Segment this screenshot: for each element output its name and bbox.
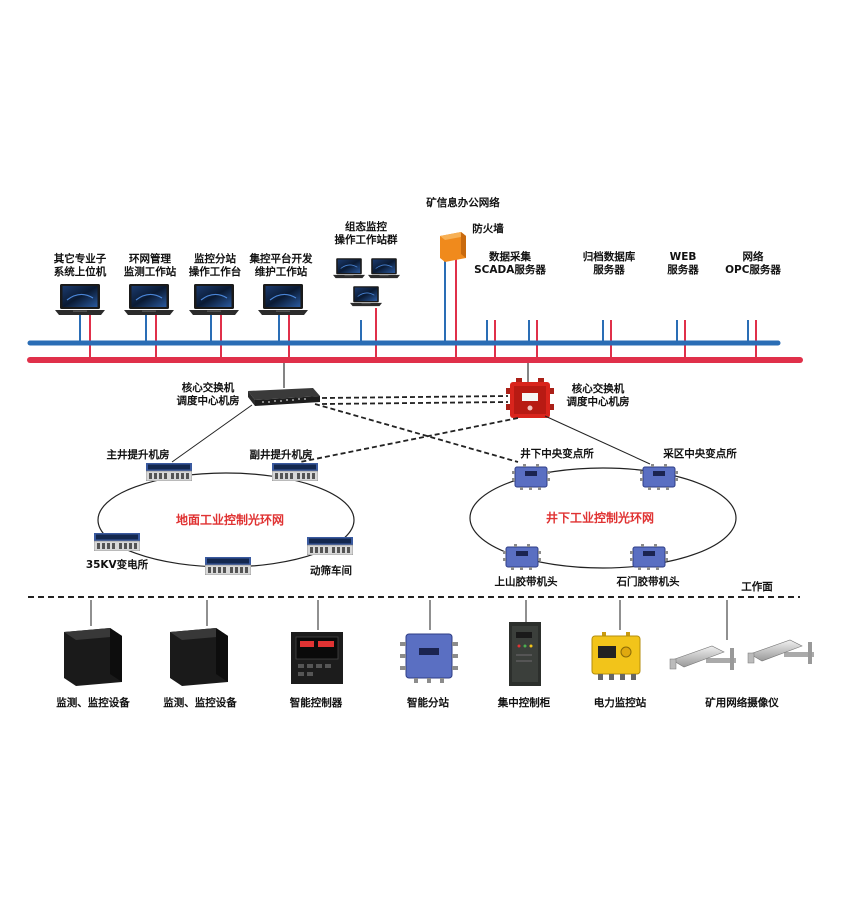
workstation-label-1-line2: 系统上位机	[54, 265, 107, 278]
surface-ring-title: 地面工业控制光环网	[176, 512, 284, 527]
workstation-label-2-line1: 环网管理	[129, 252, 171, 265]
central-control-cabinet-icon	[509, 622, 541, 686]
device-label-2: 监测、监控设备	[163, 696, 237, 709]
surface-node-label-3: 35KV变电所	[86, 558, 149, 571]
workstation-label-2-line2: 监测工作站	[124, 265, 177, 278]
surface-node-label-1: 主井提升机房	[107, 448, 170, 461]
laptop-icon-2	[124, 284, 174, 316]
server-label-3-line2: 服务器	[667, 263, 699, 276]
config-group-label-line2: 操作工作站群	[335, 233, 398, 246]
rack-switch-icon-surface-4	[205, 557, 251, 575]
rack-switch-icon-surface-5	[307, 537, 353, 555]
underground-node-label-1: 井下中央变点所	[520, 447, 594, 460]
laptop-icon-3	[189, 284, 239, 316]
explosion-proof-switch-icon	[506, 378, 554, 418]
mining-switch-icon-2	[640, 464, 678, 490]
workstation-label-3-line1: 监控分站	[194, 252, 236, 265]
firewall-icon	[440, 232, 466, 262]
monitoring-equipment-icon-1	[64, 628, 122, 686]
core-switch-right-label-line2: 调度中心机房	[567, 395, 630, 408]
network-camera-icon-2	[747, 639, 814, 664]
network-camera-icon-1	[669, 645, 736, 670]
device-label-5: 集中控制柜	[497, 696, 551, 709]
device-label-1: 监测、监控设备	[56, 696, 130, 709]
laptop-icon-1	[55, 284, 105, 316]
surface-node-label-2: 副井提升机房	[250, 448, 313, 461]
core-switch-left-label-line1: 核心交换机	[182, 381, 235, 394]
underground-node-label-3: 上山胶带机头	[495, 575, 558, 588]
server-label-2-line2: 服务器	[593, 263, 625, 276]
underground-ring	[469, 467, 737, 569]
device-label-4: 智能分站	[406, 696, 449, 709]
rack-switch-icon-surface-2	[272, 463, 318, 481]
underground-ring-title: 井下工业控制光环网	[546, 510, 654, 525]
workstation-label-4-line2: 维护工作站	[255, 265, 308, 278]
core-switch-left-icon	[248, 388, 320, 406]
firewall-label: 防火墙	[472, 222, 504, 235]
rack-switch-icon-surface-1	[146, 463, 192, 481]
underground-node-label-2: 采区中央变点所	[662, 447, 737, 460]
workstation-label-3-line2: 操作工作台	[189, 265, 242, 278]
surface-node-label-4: 动筛车间	[310, 564, 352, 577]
monitoring-equipment-icon-2	[170, 628, 228, 686]
server-label-4-line2: OPC服务器	[725, 263, 781, 276]
rack-switch-icon-surface-3	[94, 533, 140, 551]
workstation-label-1-line1: 其它专业子	[54, 252, 107, 265]
server-label-1-line1: 数据采集	[488, 250, 531, 263]
config-group-label-line1: 组态监控	[345, 220, 387, 233]
workface-label: 工作面	[741, 580, 773, 593]
power-monitoring-station-icon	[591, 632, 641, 680]
server-label-1-line2: SCADA服务器	[474, 263, 546, 276]
device-label-3: 智能控制器	[289, 696, 343, 709]
core-switch-right-label-line1: 核心交换机	[572, 382, 625, 395]
mine-office-network-label: 矿信息办公网络	[426, 196, 500, 209]
server-label-4-line1: 网络	[743, 250, 764, 263]
bus-drop-lines	[79, 258, 757, 360]
device-label-7: 矿用网络摄像仪	[705, 696, 779, 709]
underground-node-label-4: 石门胶带机头	[616, 575, 680, 588]
device-label-6: 电力监控站	[594, 696, 647, 709]
mining-switch-icon-4	[630, 544, 668, 570]
workstation-label-4-line1: 集控平台开发	[249, 252, 313, 265]
smart-controller-icon	[291, 632, 343, 684]
smart-substation-icon	[400, 633, 458, 683]
server-label-2-line1: 归档数据库	[583, 250, 636, 263]
laptop-icon-group-b	[368, 258, 400, 279]
mining-switch-icon-1	[512, 464, 550, 490]
laptop-icon-4	[258, 284, 308, 316]
laptop-icon-group-c	[350, 286, 382, 307]
core-switch-left-label-line2: 调度中心机房	[177, 394, 240, 407]
switch-interconnect-lines	[171, 395, 651, 465]
server-label-3-line1: WEB	[670, 251, 697, 263]
device-drop-lines	[90, 600, 728, 640]
laptop-icon-group-a	[333, 258, 365, 279]
mining-switch-icon-3	[503, 544, 541, 570]
